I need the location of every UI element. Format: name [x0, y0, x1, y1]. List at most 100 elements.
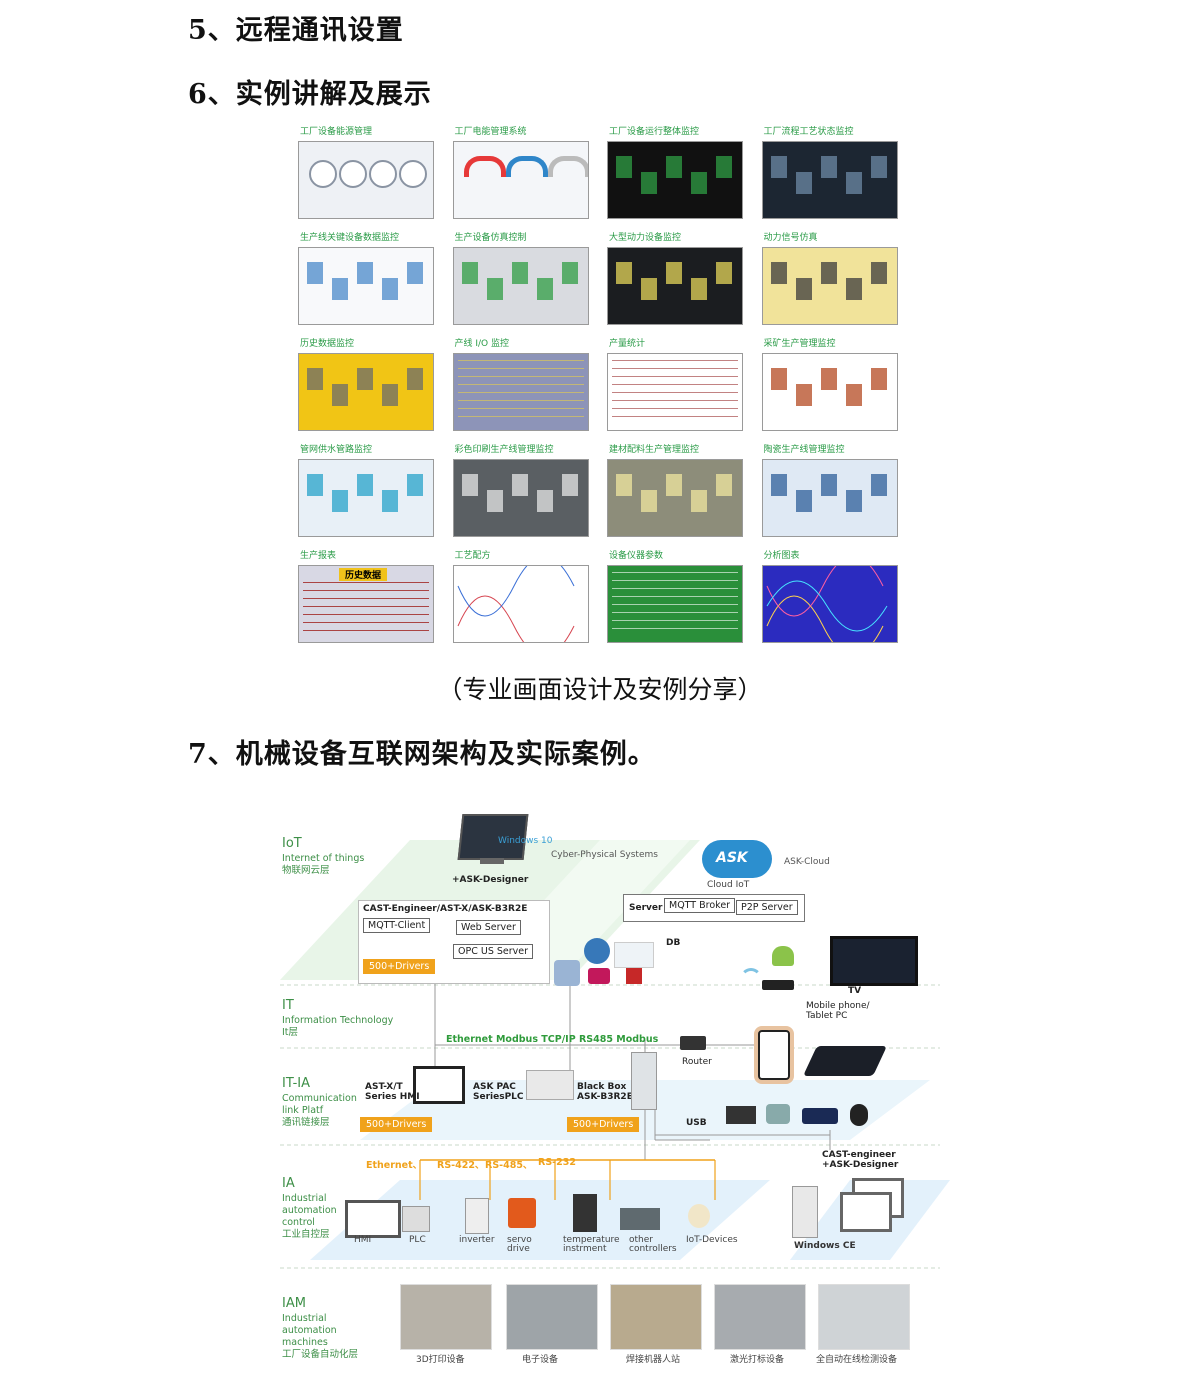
wifi-icon — [740, 968, 762, 990]
router-label: Router — [682, 1057, 712, 1067]
iam-machine-label: 焊接机器人站 — [626, 1355, 681, 1365]
designer-label: +ASK-Designer — [452, 875, 529, 885]
tablets-icon — [803, 1046, 887, 1076]
thumbnail-10: 产线 I/O 监控 — [452, 336, 589, 434]
cps-label: Cyber-Physical Systems — [551, 850, 658, 860]
thumbnail-label: 生产设备仿真控制 — [454, 233, 527, 243]
protocol-label: Ethernet、 — [366, 1160, 423, 1171]
thumbnail-5: 生产线关键设备数据监控 — [298, 230, 434, 328]
iam-machine-photo — [400, 1284, 492, 1350]
thumbnail-image — [761, 247, 898, 325]
layer-title-iam: IAM — [282, 1296, 306, 1311]
thumbnail-image — [607, 141, 743, 219]
web-server-box: Web Server — [456, 920, 521, 935]
thumbnail-image — [452, 459, 589, 537]
cloud-iot-label: Cloud IoT — [707, 880, 750, 890]
iam-machine-label: 3D打印设备 — [416, 1355, 465, 1365]
thumbnail-4: 工厂流程工艺状态监控 — [761, 124, 898, 222]
layer-title-iot: IoT — [282, 836, 302, 851]
cloud-logo: ASK — [716, 850, 748, 866]
ia-device-label: IoT-Devices — [686, 1235, 738, 1245]
thumbnail-2: 工厂电能管理系统 — [452, 124, 589, 222]
thumbnail-label: 陶瓷生产线管理监控 — [763, 445, 845, 455]
cloud-icon — [702, 840, 772, 878]
iam-machine-label: 电子设备 — [522, 1355, 559, 1365]
ia-device-label: PLC — [409, 1235, 426, 1245]
thumbnail-image — [761, 565, 898, 643]
waveform — [766, 566, 887, 642]
layer-title-it-ia: IT-IA — [282, 1076, 310, 1091]
ia-device-label: inverter — [459, 1235, 495, 1245]
drivers-badge-blackbox: 500+Drivers — [567, 1117, 640, 1132]
thumbnail-6: 生产设备仿真控制 — [452, 230, 589, 328]
thumbnail-label: 产线 I/O 监控 — [454, 339, 510, 349]
thumbnail-image — [607, 565, 743, 643]
thumbnail-label: 大型动力设备监控 — [609, 233, 682, 243]
bus-label: Ethernet Modbus TCP/IP RS485 Modbus — [446, 1034, 659, 1045]
thumbnail-image: 历史数据 — [298, 565, 434, 643]
thumbnail-image — [298, 353, 434, 431]
thumbnail-12: 采矿生产管理监控 — [761, 336, 898, 434]
thumbnail-11: 产量统计 — [607, 336, 743, 434]
thumbnail-label: 工厂电能管理系统 — [454, 127, 527, 137]
thumbnail-20: 分析图表 — [761, 548, 898, 646]
thumbnail-label: 工厂设备运行整体监控 — [609, 127, 700, 137]
thumbnail-image — [607, 459, 743, 537]
thumbnail-16: 陶瓷生产线管理监控 — [761, 442, 898, 540]
hmi-device-icon — [413, 1066, 465, 1104]
thumbnail-image — [298, 247, 434, 325]
gallery-caption: （专业画面设计及安例分享） — [437, 675, 763, 704]
p2p-server-box: P2P Server — [736, 900, 798, 915]
mobile-label: Mobile phone/Tablet PC — [806, 1001, 870, 1021]
ia-device-label: HMI — [354, 1235, 372, 1245]
db-icons — [552, 936, 662, 986]
thumbnail-image — [298, 459, 434, 537]
thumbnail-9: 历史数据监控 — [298, 336, 434, 434]
thumbnail-label: 动力信号仿真 — [763, 233, 818, 243]
heading-7: 7、机械设备互联网架构及实际案例。 — [188, 739, 656, 770]
thumbnail-label: 工艺配方 — [454, 551, 491, 561]
report-title: 历史数据 — [339, 568, 388, 581]
tv-label: TV — [848, 986, 862, 996]
usb-label: USB — [686, 1118, 707, 1128]
protocol-label: RS-422、 — [437, 1160, 485, 1171]
iam-machine-photo — [610, 1284, 702, 1350]
tv-icon — [830, 936, 918, 986]
opc-server-box: OPC US Server — [453, 944, 534, 959]
thumbnail-image — [607, 353, 743, 431]
thumbnail-18: 工艺配方 — [452, 548, 589, 646]
thumbnail-7: 大型动力设备监控 — [607, 230, 743, 328]
drivers-badge-top: 500+Drivers — [363, 959, 436, 974]
thumbnail-image — [761, 353, 898, 431]
waveform — [457, 566, 574, 642]
thumbnail-19: 设备仪器参数 — [607, 548, 743, 646]
server-label: Server — [629, 903, 663, 913]
thumbnail-image — [761, 459, 898, 537]
thumbnail-3: 工厂设备运行整体监控 — [607, 124, 743, 222]
pac-device-icon — [526, 1070, 574, 1100]
router-icon — [680, 1036, 706, 1050]
cast-title: CAST-Engineer/AST-X/ASK-B3R2E — [363, 904, 528, 914]
android-icon — [772, 946, 794, 966]
mqtt-broker-box: MQTT Broker — [664, 898, 736, 913]
mqtt-client-box: MQTT-Client — [363, 918, 431, 933]
protocol-label: RS-485、 — [485, 1160, 533, 1171]
ia-devices-row — [340, 1192, 760, 1238]
monitor-stand — [480, 858, 504, 864]
usb-devices — [726, 1100, 886, 1126]
blackbox-device-icon — [631, 1052, 657, 1110]
thumbnail-label: 设备仪器参数 — [609, 551, 664, 561]
thumbnail-17: 生产报表历史数据 — [298, 548, 434, 646]
heading-6: 6、实例讲解及展示 — [188, 79, 432, 110]
thumbnail-label: 建材配料生产管理监控 — [609, 445, 700, 455]
